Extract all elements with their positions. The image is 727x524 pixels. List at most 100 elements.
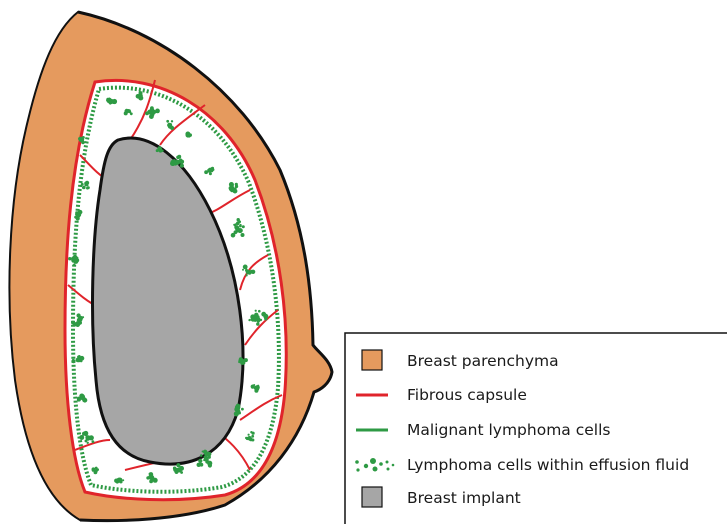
lymphoma-cell-dot: [170, 125, 172, 127]
legend-label-parenchyma: Breast parenchyma: [407, 352, 559, 370]
lymphoma-cell-dot: [204, 455, 207, 458]
lymphoma-cell-dot: [149, 475, 154, 480]
lymphoma-cell-dot: [198, 459, 202, 463]
lymphoma-cell-dot: [73, 255, 78, 260]
lymphoma-cell-dot: [92, 440, 95, 443]
lymphoma-cell-dot: [258, 310, 261, 313]
lymphoma-cell-dot: [234, 225, 238, 229]
lymphoma-cell-dot: [244, 358, 248, 362]
lymphoma-cell-dot: [231, 233, 236, 238]
lymphoma-cell-dot: [82, 316, 84, 318]
lymphoma-cell-dot: [257, 319, 260, 322]
lymphoma-cell-dot: [92, 469, 95, 472]
lymphoma-cell-dot: [242, 225, 245, 228]
lymphoma-cell-dot: [229, 182, 234, 187]
lymphoma-cell-dot: [74, 259, 79, 264]
lymphoma-cell-dot: [78, 321, 82, 325]
lymphoma-cell-dot: [86, 184, 88, 186]
lymphoma-cell-dot: [204, 170, 208, 174]
lymphoma-cell-dot: [77, 314, 80, 317]
lymphoma-cell-dot: [149, 110, 154, 115]
lymphoma-cell-dot: [251, 439, 254, 442]
legend-label-lymphoma: Malignant lymphoma cells: [407, 421, 610, 439]
legend-parenchyma-swatch: [362, 350, 382, 370]
lymphoma-cell-dot: [95, 471, 97, 473]
lymphoma-cell-dot: [171, 120, 173, 122]
legend-label-capsule: Fibrous capsule: [407, 386, 527, 404]
lymphoma-cell-dot: [248, 319, 250, 321]
legend-label-implant: Breast implant: [407, 489, 521, 507]
lymphoma-cell-dot: [180, 471, 183, 474]
lymphoma-cell-dot: [252, 316, 256, 320]
lymphoma-cell-dot: [255, 310, 257, 312]
lymphoma-cell-dot: [166, 120, 169, 123]
lymphoma-cell-dot: [261, 312, 266, 317]
lymphoma-cell-dot: [149, 480, 153, 484]
lymphoma-cell-dot: [157, 147, 161, 151]
lymphoma-cell-dot: [197, 463, 201, 467]
lymphoma-cell-dot: [205, 460, 208, 463]
lymphoma-cell-dot: [124, 111, 128, 115]
lymphoma-cell-dot: [68, 257, 71, 260]
lymphoma-cell-dot: [119, 478, 122, 481]
lymphoma-cell-dot: [257, 314, 259, 316]
lymphoma-cell-dot: [81, 396, 86, 401]
lymphoma-cell-dot: [241, 233, 245, 237]
lymphoma-cell-dot: [80, 360, 83, 363]
lymphoma-cell-dot: [176, 156, 180, 160]
lymphoma-cell-dot: [236, 404, 240, 408]
lymphoma-cell-dot: [153, 478, 158, 483]
lymphoma-cell-dot: [232, 188, 234, 190]
lymphoma-cell-dot: [248, 434, 250, 436]
lymphoma-cell-dot: [180, 164, 184, 168]
lymphoma-cell-dot: [187, 134, 190, 137]
lymphoma-cell-dot: [179, 466, 184, 471]
legend-label-effusion: Lymphoma cells within effusion fluid: [407, 456, 689, 474]
lymphoma-cell-dot: [82, 186, 86, 190]
lymphoma-cell-dot: [145, 112, 149, 116]
lymphoma-cell-dot: [81, 183, 84, 186]
lymphoma-cell-dot: [209, 172, 212, 175]
lymphoma-cell-dot: [76, 212, 81, 217]
lymphoma-cell-dot: [251, 435, 254, 438]
lymphoma-cell-dot: [245, 437, 247, 439]
lymphoma-cell-dot: [74, 216, 77, 219]
lymphoma-cell-dot: [238, 361, 240, 363]
lymphoma-cell-dot: [122, 479, 124, 481]
lymphoma-cell-dot: [235, 223, 237, 225]
lymphoma-cell-dot: [73, 264, 75, 266]
lymphoma-cell-dot: [200, 454, 203, 457]
lymphoma-cell-dot: [136, 94, 141, 99]
lymphoma-cell-dot: [209, 169, 213, 173]
lymphoma-cell-dot: [77, 397, 81, 401]
lymphoma-cell-dot: [108, 98, 111, 101]
lymphoma-cell-dot: [256, 316, 259, 319]
lymphoma-cell-dot: [87, 442, 89, 444]
lymphoma-cell-dot: [86, 437, 90, 441]
lymphoma-cell-dot: [207, 455, 211, 459]
lymphoma-cell-dot: [79, 435, 84, 440]
lymphoma-cell-dot: [96, 468, 99, 471]
lymphoma-cell-dot: [203, 450, 207, 454]
lymphoma-cell-dot: [253, 384, 255, 386]
lymphoma-cell-dot: [256, 322, 259, 325]
lymphoma-cell-dot: [252, 432, 255, 435]
lymphoma-cell-dot: [109, 100, 113, 104]
lymphoma-cell-dot: [242, 269, 244, 271]
lymphoma-cell-dot: [82, 432, 86, 436]
lymphoma-cell-dot: [79, 137, 84, 142]
lymphoma-cell-dot: [235, 185, 238, 188]
lymphoma-cell-dot: [208, 463, 212, 467]
lymphoma-cell-dot: [239, 225, 242, 228]
lymphoma-cell-dot: [241, 408, 244, 411]
lymphoma-cell-dot: [91, 438, 93, 440]
lymphoma-cell-dot: [248, 271, 252, 275]
legend-implant-swatch: [362, 487, 382, 507]
lymphoma-cell-dot: [237, 218, 240, 221]
lymphoma-cell-dot: [246, 274, 248, 276]
lymphoma-cell-dot: [171, 162, 175, 166]
lymphoma-cell-dot: [255, 387, 259, 391]
legend: Breast parenchyma Fibrous capsule Malign…: [345, 333, 727, 524]
lymphoma-cell-dot: [76, 358, 81, 363]
lymphoma-cell-dot: [245, 267, 247, 269]
